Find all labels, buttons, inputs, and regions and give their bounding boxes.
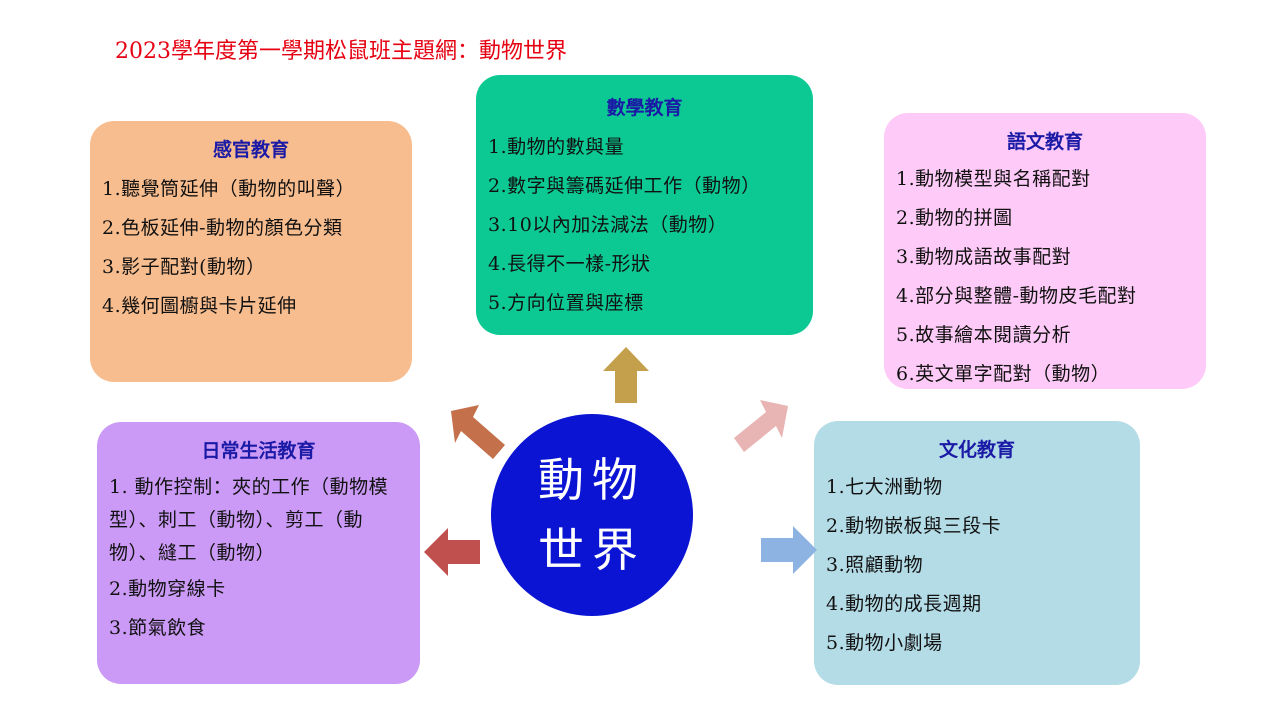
list-item: 3.照顧動物 [826, 554, 924, 576]
sensory-education-box: 感官教育 1.聽覺筒延伸（動物的叫聲） 2.色板延伸-動物的顏色分類 3.影子配… [90, 121, 412, 382]
daily-heading: 日常生活教育 [201, 440, 316, 462]
list-item: 6.英文單字配對（動物） [896, 363, 1111, 385]
math-heading: 數學教育 [606, 97, 683, 119]
sensory-items: 1.聽覺筒延伸（動物的叫聲） 2.色板延伸-動物的顏色分類 3.影子配對(動物）… [102, 170, 400, 326]
center-topic-line1: 動物 [538, 453, 646, 507]
list-item: 1.動物的數與量 [488, 136, 625, 158]
list-item: 4.部分與整體-動物皮毛配對 [896, 285, 1137, 307]
arrow-up-icon [603, 347, 649, 403]
list-item: 1.聽覺筒延伸（動物的叫聲） [102, 178, 356, 200]
daily-life-education-box: 日常生活教育 1. 動作控制：夾的工作（動物模型）、刺工（動物）、剪工（動物）、… [97, 422, 420, 684]
list-item: 3.節氣飲食 [109, 617, 207, 639]
list-item: 3.動物成語故事配對 [896, 246, 1072, 268]
sensory-heading: 感官教育 [212, 139, 289, 161]
list-item: 2.色板延伸-動物的顏色分類 [102, 217, 343, 239]
list-item: 3.10以內加法減法（動物） [488, 214, 728, 236]
arrow-right-icon [761, 526, 817, 574]
list-item: 1. 動作控制：夾的工作（動物模型）、刺工（動物）、剪工（動物）、縫工（動物） [109, 476, 389, 564]
culture-items: 1.七大洲動物 2.動物嵌板與三段卡 3.照顧動物 4.動物的成長週期 5.動物… [826, 468, 1128, 663]
center-topic-circle: 動物 世界 [491, 414, 693, 616]
language-education-box: 語文教育 1.動物模型與名稱配對 2.動物的拼圖 3.動物成語故事配對 4.部分… [884, 113, 1206, 389]
list-item: 1.動物模型與名稱配對 [896, 168, 1091, 190]
diagram-title: 2023學年度第一學期松鼠班主題網：動物世界 [115, 39, 567, 64]
math-items: 1.動物的數與量 2.數字與籌碼延伸工作（動物） 3.10以內加法減法（動物） … [488, 128, 801, 323]
language-items: 1.動物模型與名稱配對 2.動物的拼圖 3.動物成語故事配對 4.部分與整體-動… [896, 160, 1194, 394]
daily-items: 1. 動作控制：夾的工作（動物模型）、刺工（動物）、剪工（動物）、縫工（動物） … [109, 471, 408, 648]
list-item: 4.幾何圖櫥與卡片延伸 [102, 295, 297, 317]
list-item: 4.動物的成長週期 [826, 593, 982, 615]
arrow-up-left-icon [451, 405, 505, 459]
math-education-box: 數學教育 1.動物的數與量 2.數字與籌碼延伸工作（動物） 3.10以內加法減法… [476, 75, 813, 335]
list-item: 5.故事繪本閱讀分析 [896, 324, 1072, 346]
list-item: 5.方向位置與座標 [488, 292, 644, 314]
culture-education-box: 文化教育 1.七大洲動物 2.動物嵌板與三段卡 3.照顧動物 4.動物的成長週期… [814, 421, 1140, 685]
arrow-left-icon [424, 528, 480, 576]
center-topic-line2: 世界 [538, 523, 646, 577]
list-item: 5.動物小劇場 [826, 632, 943, 654]
list-item: 4.長得不一樣-形狀 [488, 253, 651, 275]
list-item: 3.影子配對(動物） [102, 256, 266, 278]
list-item: 2.數字與籌碼延伸工作（動物） [488, 175, 761, 197]
culture-heading: 文化教育 [938, 439, 1015, 461]
language-heading: 語文教育 [1006, 131, 1083, 153]
arrow-up-right-icon [734, 400, 788, 452]
list-item: 2.動物的拼圖 [896, 207, 1013, 229]
list-item: 2.動物穿線卡 [109, 578, 226, 600]
list-item: 1.七大洲動物 [826, 476, 943, 498]
list-item: 2.動物嵌板與三段卡 [826, 515, 1002, 537]
